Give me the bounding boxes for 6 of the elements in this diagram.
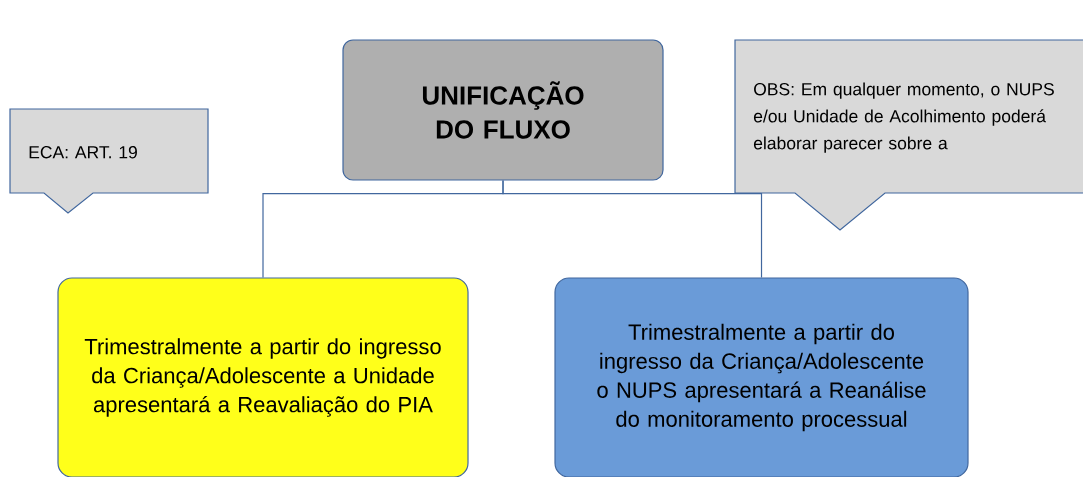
connector-line [502, 180, 763, 278]
process-box: Trimestralmente a partir do ingresso da Criança/Adolescente o NUPS apresentará a Reanálise do monitoramento processual [554, 277, 969, 477]
callout-box: ECA: ART. 19 [9, 108, 209, 214]
title-box: UNIFICAÇÃO DO FLUXO [342, 39, 664, 181]
callout-box: OBS: Em qualquer momento, o NUPS e/ou Unidade de Acolhimento poderá elaborar parecer sobre a [734, 39, 1083, 231]
process-box: Trimestralmente a partir do ingresso da Criança/Adolescente a Unidade apresentará a Reavaliação do PIA [57, 277, 469, 477]
